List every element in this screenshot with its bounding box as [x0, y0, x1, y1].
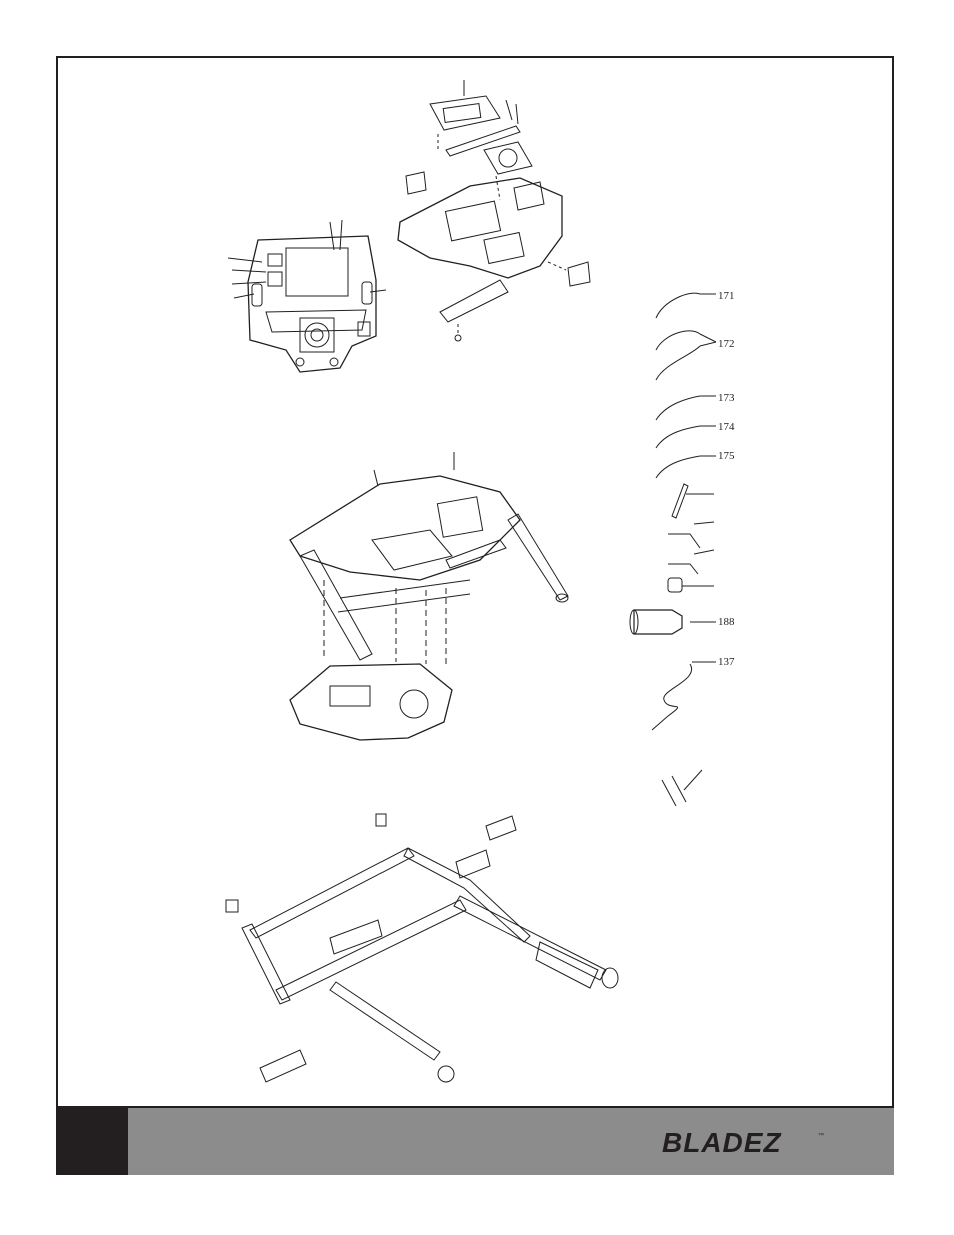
callout-175: 175 — [718, 450, 735, 462]
callout-137: 137 — [718, 656, 735, 668]
handlebar-assembly — [289, 452, 569, 741]
brand-trademark: ™ — [818, 1132, 824, 1139]
callout-172: 172 — [718, 338, 735, 350]
small-parts-column — [629, 292, 717, 807]
brand-name: BLADEZ — [662, 1127, 782, 1158]
page-number-block — [56, 1106, 128, 1175]
base-frame — [225, 813, 619, 1083]
bladez-logo: BLADEZ ™ — [662, 1127, 824, 1158]
console-front-view — [227, 219, 387, 373]
callout-173: 173 — [718, 392, 735, 404]
callout-188: 188 — [718, 616, 735, 628]
footer-band — [128, 1106, 894, 1175]
console-exploded-view — [397, 80, 591, 342]
callout-174: 174 — [718, 421, 735, 433]
page-footer — [56, 1106, 894, 1175]
callout-171: 171 — [718, 290, 735, 302]
